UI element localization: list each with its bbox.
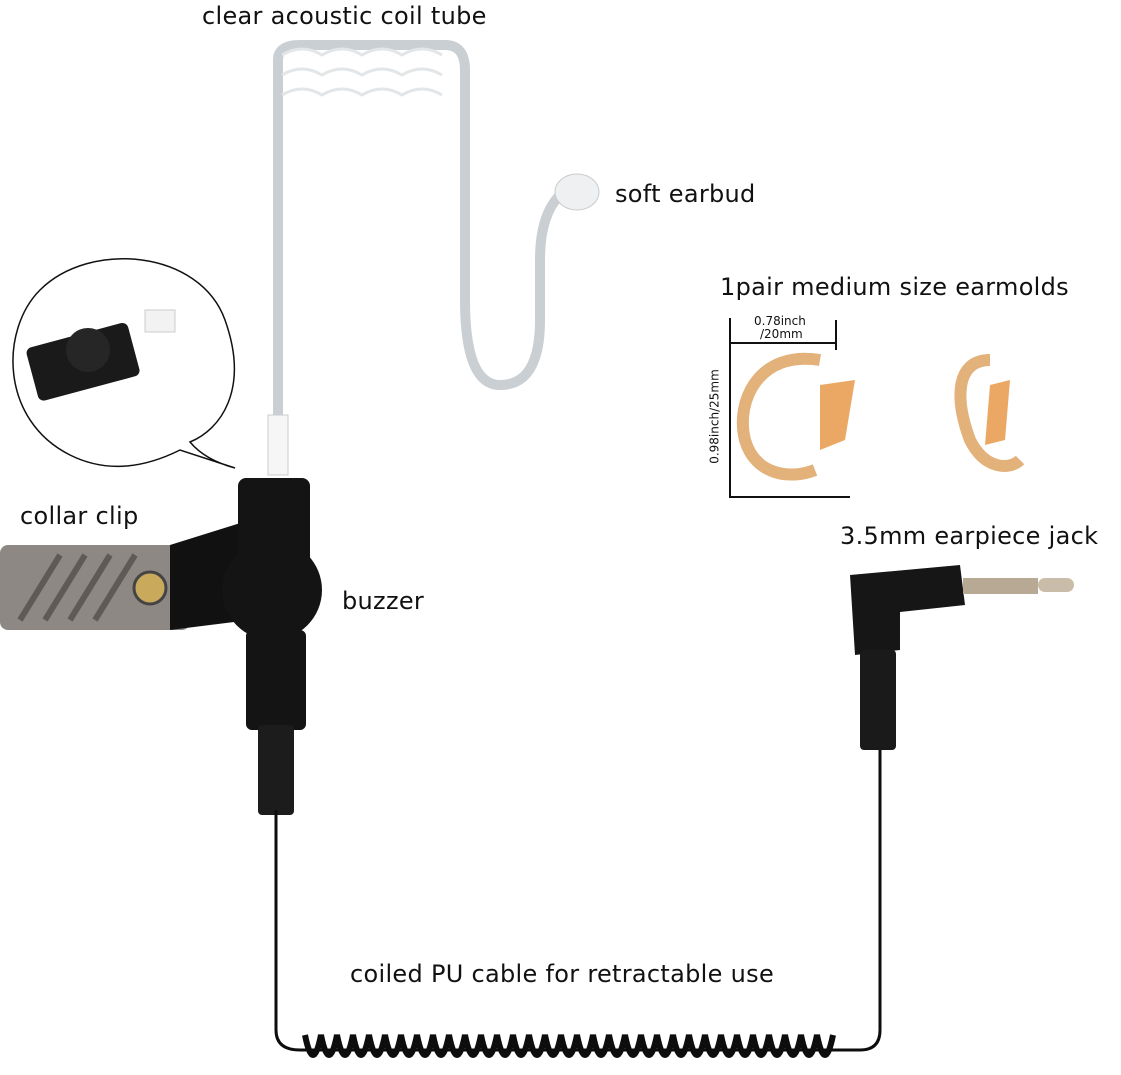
tube-connector — [267, 414, 289, 476]
label-soft-earbud: soft earbud — [615, 180, 756, 208]
label-earmolds: 1pair medium size earmolds — [720, 273, 1069, 301]
collar-clip — [0, 520, 250, 630]
label-buzzer: buzzer — [342, 587, 425, 615]
dimension-lines — [729, 318, 850, 498]
label-acoustic-tube: clear acoustic coil tube — [202, 2, 487, 30]
earpiece-jack — [850, 565, 1074, 750]
dimension-width-2: /20mm — [760, 327, 803, 341]
label-collar-clip: collar clip — [20, 502, 139, 530]
earmolds — [736, 352, 1025, 481]
dimension-width-1: 0.78inch — [754, 314, 806, 328]
buzzer — [222, 478, 322, 815]
dimension-height: 0.98inch/25mm — [707, 369, 722, 464]
earbud — [554, 173, 600, 211]
coiled-section — [302, 1034, 836, 1058]
label-jack: 3.5mm earpiece jack — [840, 522, 1099, 550]
cable — [274, 750, 882, 1052]
label-cable: coiled PU cable for retractable use — [350, 960, 775, 988]
acoustic-tube — [273, 40, 565, 425]
